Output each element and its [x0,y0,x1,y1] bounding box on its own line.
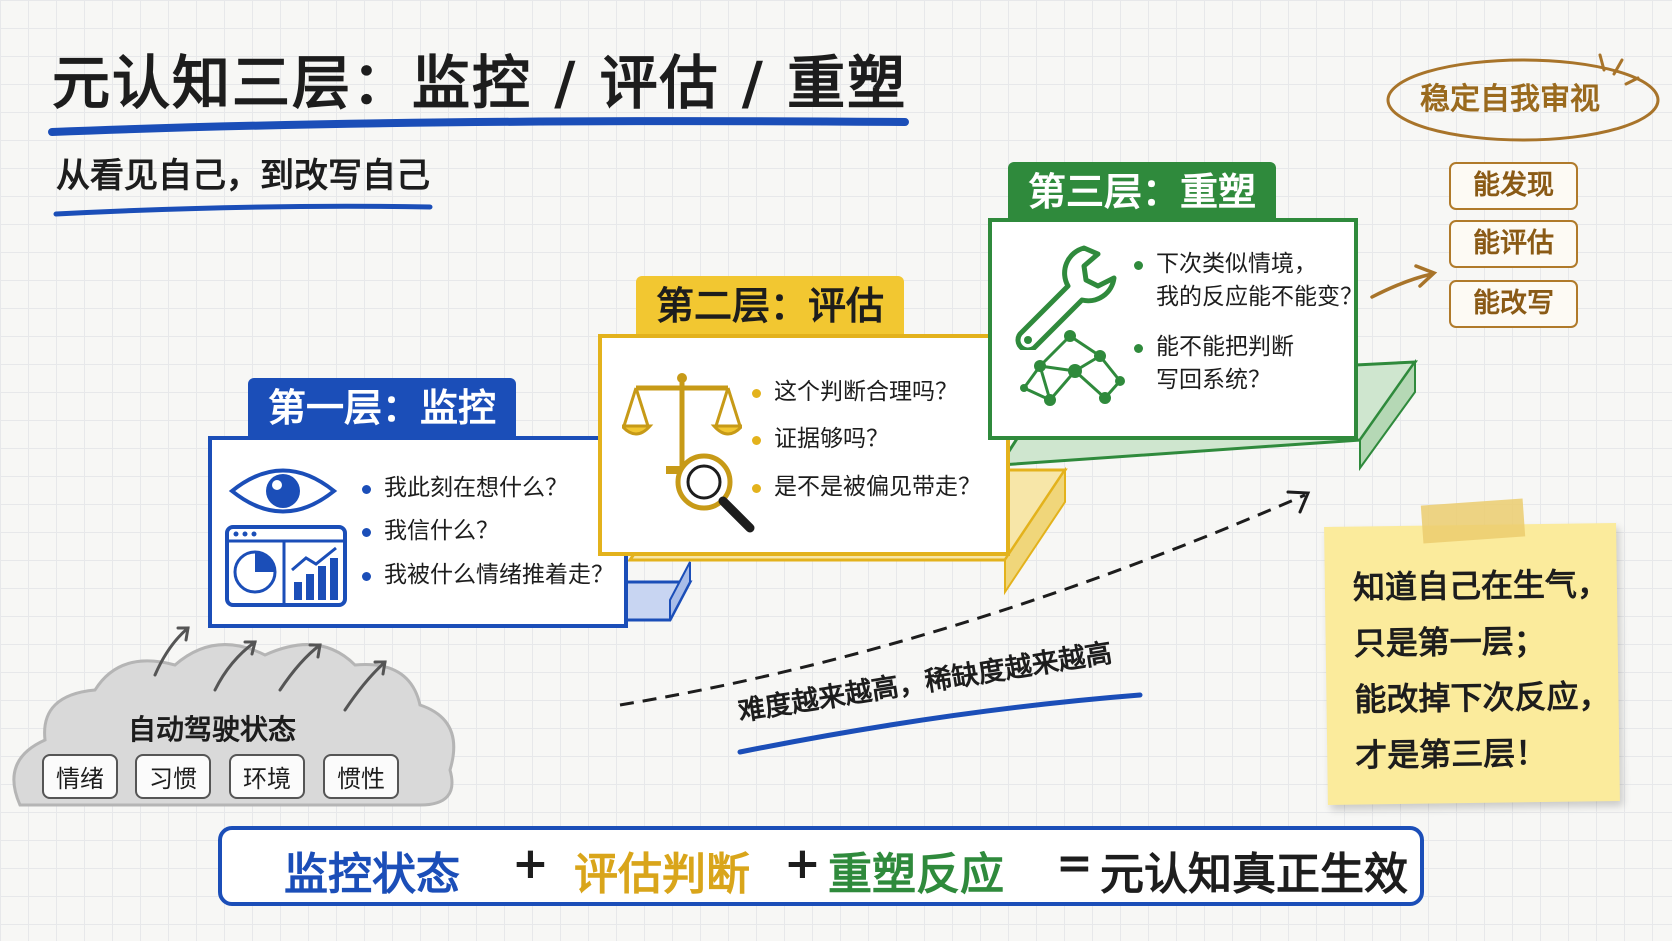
note-line: 只是第一层； [1353,621,1546,663]
note-line: 能改掉下次反应， [1354,677,1611,719]
list-item: 下次类似情境， 我的反应能不能变？ [1134,248,1363,315]
autopilot-chip: 习惯 [135,754,211,799]
page-subtitle: 从看见自己，到改写自己 [56,156,430,196]
formula-equals: = [1056,838,1093,889]
list-item: 我信什么？ [362,515,614,548]
note-line: 知道自己在生气， [1352,565,1610,607]
layer3-bullets: 下次类似情境， 我的反应能不能变？ 能不能把判断 写回系统？ [1134,248,1363,407]
layer1-panel: 我此刻在想什么？ 我信什么？ 我被什么情绪推着走？ [208,436,628,628]
layer2-bullets: 这个判断合理吗？ 证据够吗？ 是不是被偏见带走？ [752,376,981,514]
layer3-panel: 下次类似情境， 我的反应能不能变？ 能不能把判断 写回系统？ [988,218,1363,440]
list-item: 这个判断合理吗？ [752,376,981,409]
list-item-line: 写回系统？ [1156,367,1271,394]
list-item-line: 能不能把判断 [1156,333,1294,360]
list-item-line: 我的反应能不能变？ [1156,284,1363,311]
list-item-line: 下次类似情境， [1156,251,1317,277]
eye-icon [228,468,338,514]
tape [1420,498,1526,544]
formula-plus: + [512,838,549,889]
list-item: 是不是被偏见带走？ [752,471,981,504]
side-title: 稳定自我审视 [1420,82,1600,117]
formula-result: 元认知真正生效 [1100,849,1408,900]
formula-reshape: 重塑反应 [828,849,1004,900]
formula-bar: 监控状态 + 评估判断 + 重塑反应 = 元认知真正生效 [218,826,1424,906]
side-chip: 能改写 [1449,280,1578,328]
layer1-bullets: 我此刻在想什么？ 我信什么？ 我被什么情绪推着走？ [362,472,614,602]
list-item: 我被什么情绪推着走？ [362,559,614,592]
note-line: 才是第三层！ [1355,733,1548,775]
side-chip: 能评估 [1449,220,1578,268]
list-item: 能不能把判断 写回系统？ [1134,331,1363,398]
sticky-note: 知道自己在生气， 只是第一层； 能改掉下次反应， 才是第三层！ [1324,522,1620,806]
formula-monitor: 监控状态 [284,849,460,900]
magnifier-icon [675,453,755,533]
formula-evaluate: 评估判断 [574,849,750,900]
layer2-panel: 这个判断合理吗？ 证据够吗？ 是不是被偏见带走？ [598,334,1010,556]
page-title: 元认知三层：监控 / 评估 / 重塑 [52,49,908,117]
formula-plus: + [784,838,821,889]
layer1-tab: 第一层：监控 [248,378,517,438]
list-item: 证据够吗？ [752,423,981,456]
dashboard-icon [225,525,347,607]
autopilot-chip: 情绪 [42,754,118,799]
autopilot-label: 自动驾驶状态 [128,713,297,746]
wrench-icon [1015,245,1117,350]
autopilot-chip: 惯性 [323,754,399,799]
autopilot-chip: 环境 [229,754,305,799]
side-chip: 能发现 [1449,162,1578,210]
layer3-tab: 第三层：重塑 [1008,162,1277,222]
network-icon [1020,330,1125,406]
list-item: 我此刻在想什么？ [362,472,614,505]
layer2-tab: 第二层：评估 [636,276,905,336]
